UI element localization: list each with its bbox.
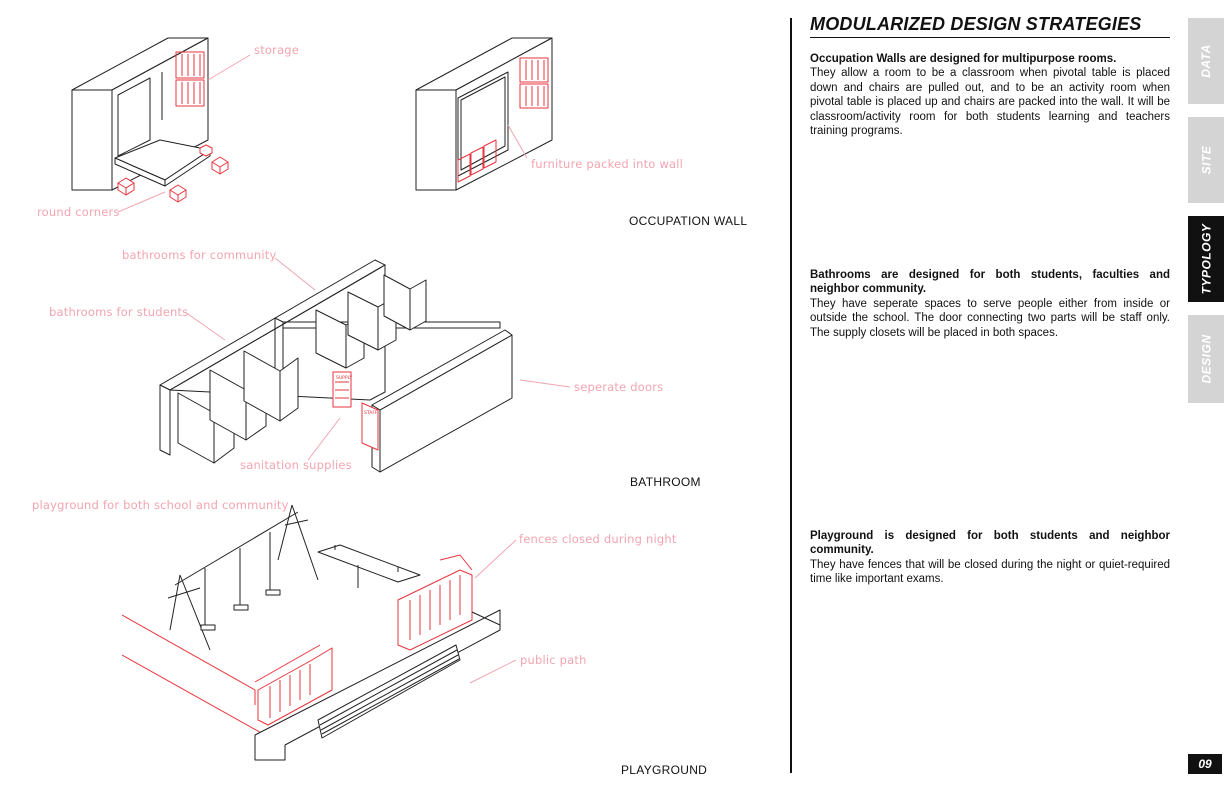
section-body: They allow a room to be a classroom when… bbox=[810, 67, 1170, 138]
tab-label: DATA bbox=[1198, 44, 1213, 78]
section-playground: Playground is designed for both students… bbox=[810, 529, 1170, 587]
section-occupation-wall: Occupation Walls are designed for multip… bbox=[810, 52, 1170, 138]
drawings-panel: SUPPLY STAFF bbox=[32, 37, 748, 777]
annotation-storage: storage bbox=[254, 43, 300, 57]
tab-label: DESIGN bbox=[1199, 334, 1214, 384]
page-number: 09 bbox=[1188, 754, 1222, 774]
tab-site[interactable]: SITE bbox=[1188, 117, 1224, 203]
staff-sign: STAFF bbox=[364, 410, 378, 416]
tab-typology[interactable]: TYPOLOGY bbox=[1188, 216, 1224, 302]
section-bathroom: Bathrooms are designed for both students… bbox=[810, 268, 1170, 340]
tab-design[interactable]: DESIGN bbox=[1188, 315, 1224, 403]
caption-bathroom: BATHROOM bbox=[630, 475, 701, 489]
section-heading: Playground is designed for both students… bbox=[810, 530, 1170, 557]
section-heading: Occupation Walls are designed for multip… bbox=[810, 53, 1117, 65]
axonometric-drawings: SUPPLY STAFF bbox=[71, 37, 571, 761]
bathroom-drawing: SUPPLY STAFF bbox=[159, 259, 513, 473]
annotation-furniture: furniture packed into wall bbox=[531, 157, 684, 171]
annotation-bathrooms-community: bathrooms for community bbox=[122, 248, 277, 262]
occupation-wall-open-drawing bbox=[71, 37, 229, 203]
caption-occupation-wall: OCCUPATION WALL bbox=[629, 214, 748, 228]
annotation-fences: fences closed during night bbox=[519, 532, 677, 546]
annotation-separate-doors: seperate doors bbox=[574, 380, 664, 394]
annotation-bathrooms-students: bathrooms for students bbox=[49, 305, 189, 319]
supply-sign: SUPPLY bbox=[336, 375, 352, 381]
annotation-sanitation-supplies: sanitation supplies bbox=[240, 458, 352, 472]
caption-playground: PLAYGROUND bbox=[621, 763, 708, 777]
annotation-playground-both: playground for both school and community bbox=[32, 498, 289, 512]
section-body: They have seperate spaces to serve peopl… bbox=[810, 297, 1170, 339]
annotation-public-path: public path bbox=[520, 653, 587, 667]
tab-data[interactable]: DATA bbox=[1188, 18, 1224, 104]
tab-label: TYPOLOGY bbox=[1199, 223, 1213, 295]
annotation-round-corners: round corners bbox=[37, 205, 120, 219]
occupation-wall-packed-drawing bbox=[415, 37, 553, 191]
playground-drawing bbox=[121, 504, 501, 761]
section-body: They have fences that will be closed dur… bbox=[810, 558, 1170, 586]
tab-label: SITE bbox=[1198, 145, 1213, 175]
section-heading: Bathrooms are designed for both students… bbox=[810, 269, 1170, 296]
page-title: MODULARIZED DESIGN STRATEGIES bbox=[810, 14, 1170, 38]
vertical-divider bbox=[790, 18, 792, 773]
